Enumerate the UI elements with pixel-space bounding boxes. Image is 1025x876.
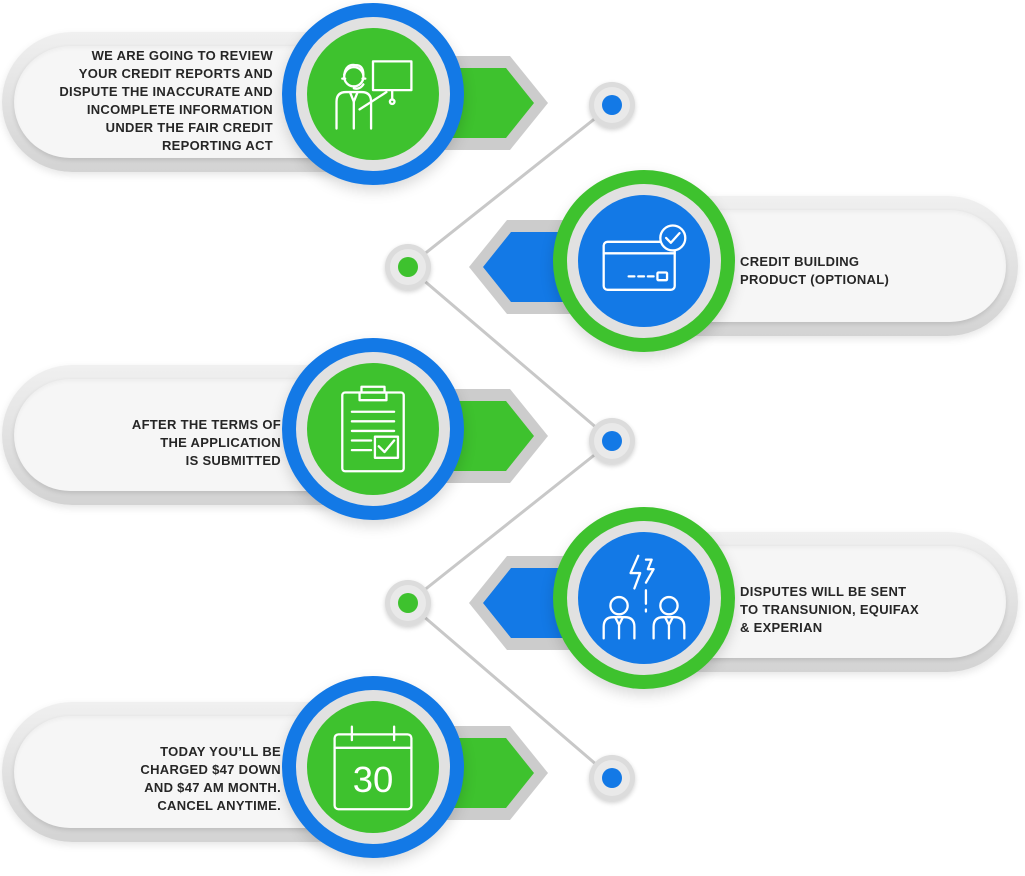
step-4-text: Disputes will be sent to TransUnion, Equ… (740, 584, 919, 635)
connector-node-3 (589, 418, 635, 464)
people-dispute-icon (602, 554, 686, 640)
step-1-icon-badge (282, 3, 464, 185)
connector-node-5 (589, 755, 635, 801)
presenter-icon (335, 60, 413, 130)
connector-node-4 (385, 580, 431, 626)
step-5-text: Today you’ll be charged $47 down and $47… (140, 744, 281, 813)
step-2-icon-badge (553, 170, 735, 352)
calendar-day-number: 30 (353, 759, 394, 800)
clipboard-check-icon (341, 385, 405, 473)
step-1-text: We are going to review your credit repor… (59, 48, 273, 153)
step-5-icon-badge: 30 (282, 676, 464, 858)
credit-card-check-icon (602, 224, 687, 291)
step-3-text: After the terms of the application is su… (131, 417, 281, 468)
calendar-30-icon: 30 (333, 725, 413, 811)
step-4-icon-badge (553, 507, 735, 689)
step-3-icon-badge (282, 338, 464, 520)
connector-node-2 (385, 244, 431, 290)
connector-node-1 (589, 82, 635, 128)
step-2-text: Credit building product (optional) (740, 254, 890, 287)
